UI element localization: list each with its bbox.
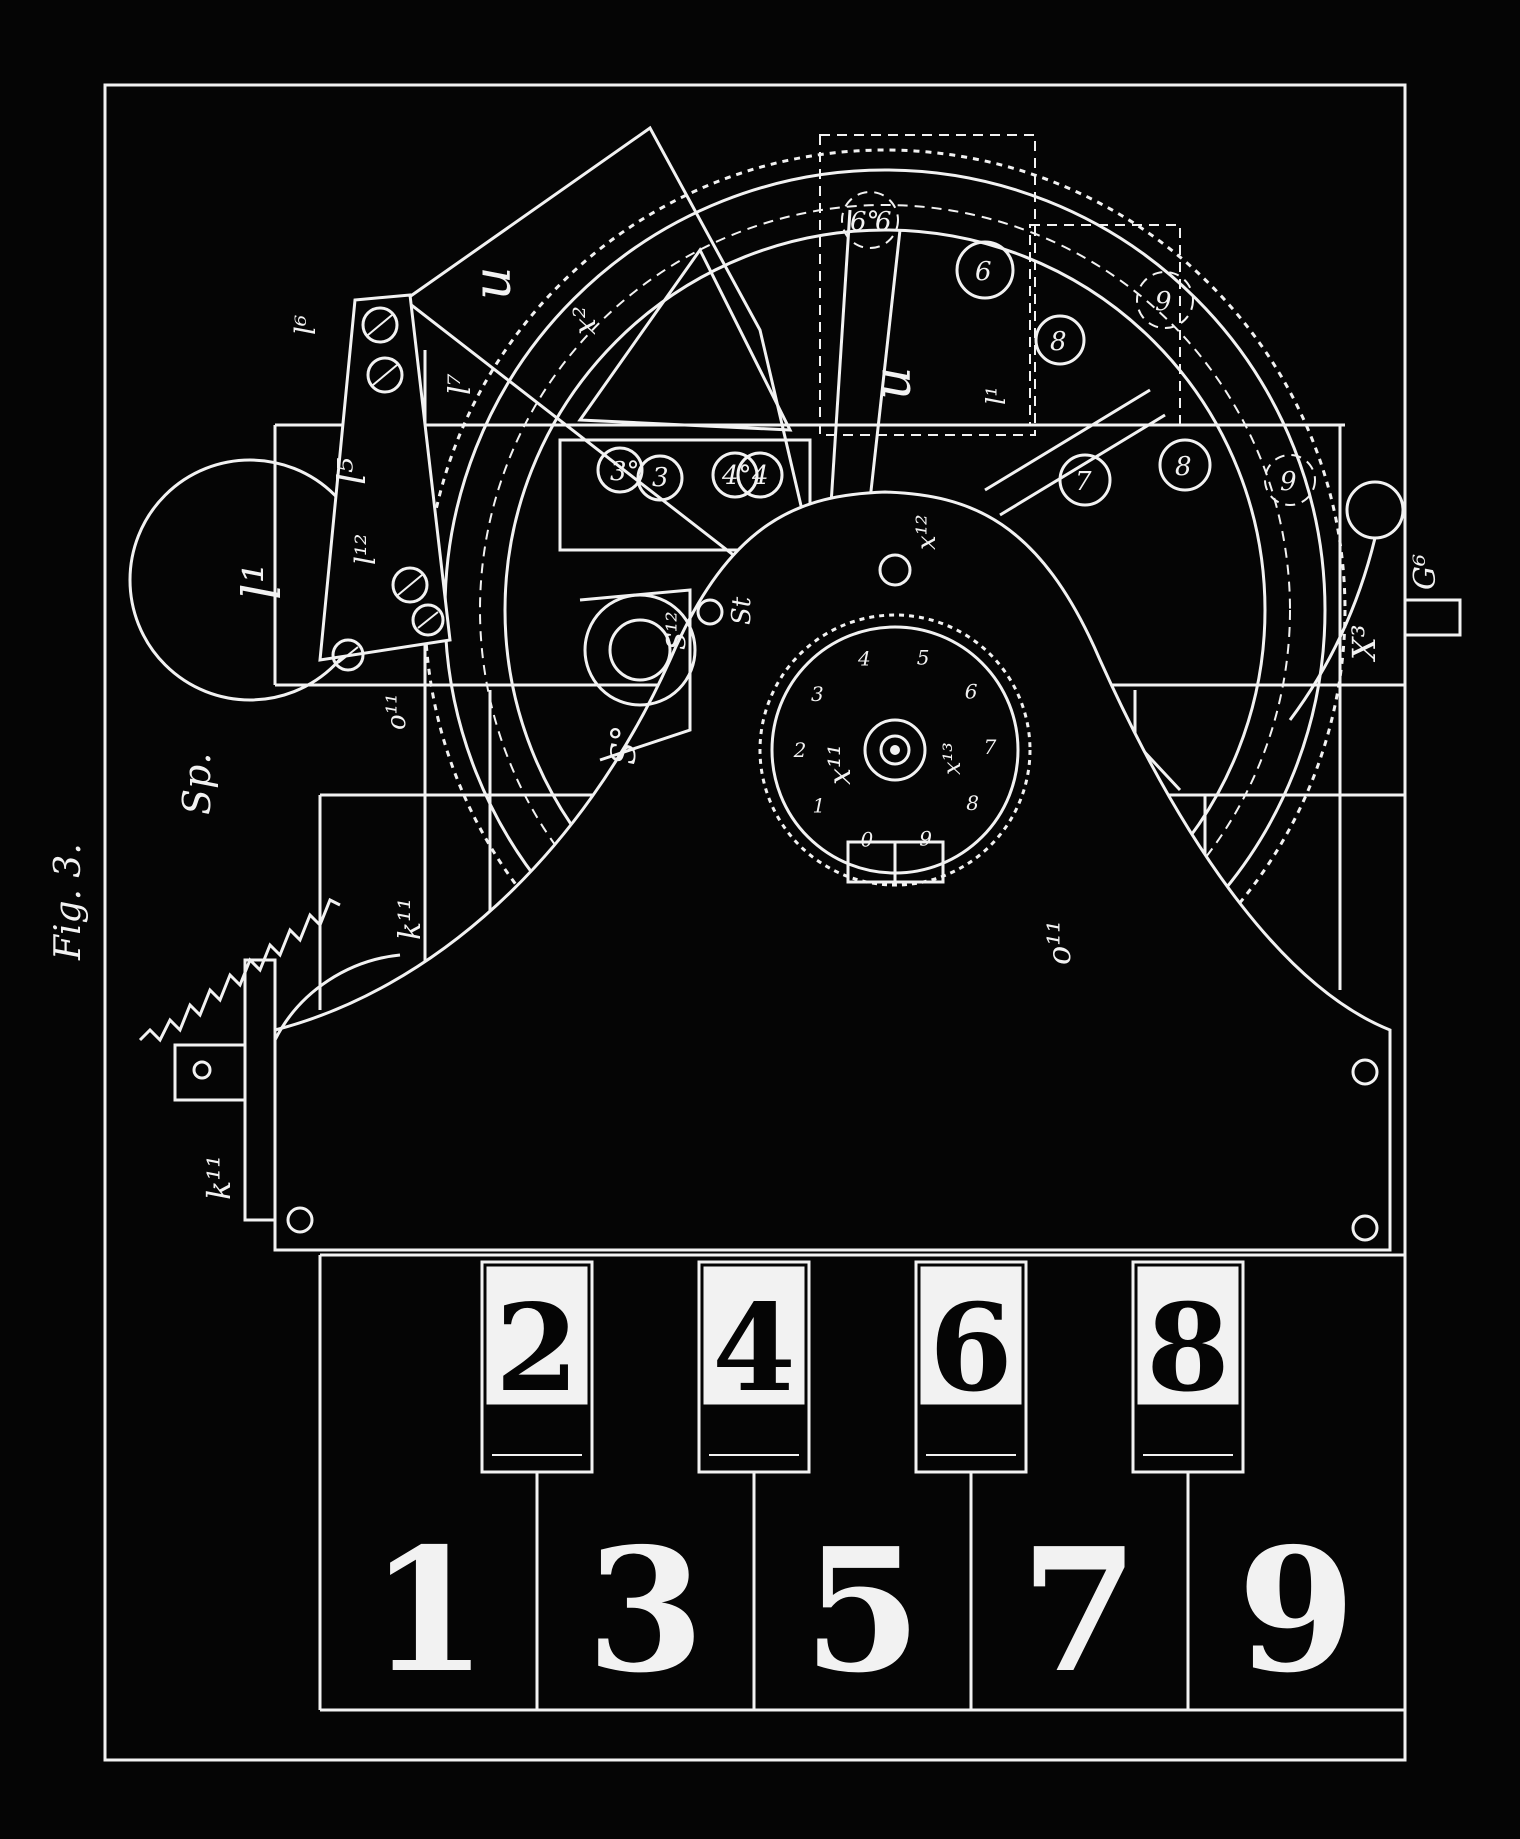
upper-key-face xyxy=(1137,1266,1239,1405)
label-s12: S¹² xyxy=(662,611,692,650)
dial-digit: 9 xyxy=(919,826,932,850)
spring-sp xyxy=(138,897,341,1043)
right-rod xyxy=(1288,480,1462,721)
mechanism-s0 xyxy=(579,588,724,762)
dial-digit: 8 xyxy=(966,791,979,815)
svg-text:6: 6 xyxy=(975,257,992,287)
wheel-digit-labels: 3° 3 4° 4 6° 6 6 9 7 8 8 9 xyxy=(610,207,1297,497)
label-l1b: l¹ xyxy=(982,386,1012,405)
dial-digit: 1 xyxy=(813,793,826,817)
label-k11-top: k¹¹ xyxy=(393,898,428,940)
central-bell-plate xyxy=(273,490,1392,1252)
dial-digit: 7 xyxy=(984,735,997,759)
label-u-right: u xyxy=(863,367,923,401)
dial-gear xyxy=(758,553,1032,887)
label-x13: x¹³ xyxy=(938,742,966,775)
dial-digit: 5 xyxy=(917,646,930,670)
label-x3: X³ xyxy=(1345,624,1383,663)
upper-key-face xyxy=(703,1266,805,1405)
label-g6: G⁶ xyxy=(1408,554,1443,590)
figure-title: Fig. 3. xyxy=(48,843,89,961)
label-l1: l¹ xyxy=(233,563,293,600)
dial-digit: 6 xyxy=(965,680,978,704)
svg-text:4: 4 xyxy=(751,461,769,491)
upper-key-face xyxy=(486,1266,588,1405)
dial-digit: 2 xyxy=(793,738,807,762)
dial-digit: 3 xyxy=(811,682,824,706)
outer-frame xyxy=(103,83,1407,1762)
label-l5: l⁵ xyxy=(330,458,374,485)
upper-key-2[interactable]: 2 xyxy=(495,1278,579,1419)
label-x11: x¹¹ xyxy=(823,744,858,785)
label-l7: l⁷ xyxy=(443,373,478,395)
svg-text:9: 9 xyxy=(1280,467,1297,497)
label-l12: l¹² xyxy=(349,534,382,565)
svg-text:4°: 4° xyxy=(721,461,752,491)
label-k11-bottom: k¹¹ xyxy=(200,1155,238,1200)
label-l6: l⁶ xyxy=(289,315,322,335)
svg-text:9: 9 xyxy=(1155,287,1172,317)
upper-key-4[interactable]: 4 xyxy=(712,1278,796,1419)
svg-text:7: 7 xyxy=(1075,467,1092,497)
lower-key-1[interactable]: 1 xyxy=(369,1511,487,1711)
wheel-spokes xyxy=(558,134,1182,821)
label-u-left: u xyxy=(463,267,523,301)
svg-text:8: 8 xyxy=(1050,327,1067,357)
svg-text:6°: 6° xyxy=(850,207,880,237)
label-x2: x² xyxy=(568,306,603,335)
dial-digit: 0 xyxy=(861,827,874,851)
svg-text:6: 6 xyxy=(875,207,892,237)
dial-digits: 0 1 2 3 4 5 6 7 8 9 xyxy=(793,646,997,852)
label-st: St xyxy=(727,596,757,625)
svg-text:3°: 3° xyxy=(610,457,640,487)
dial-digit: 4 xyxy=(857,647,871,671)
upper-key-face xyxy=(920,1266,1022,1405)
label-o11: o¹¹ xyxy=(382,694,412,731)
lower-key-5[interactable]: 5 xyxy=(803,1511,921,1711)
label-x12: x¹² xyxy=(912,514,942,550)
label-sp: Sp. xyxy=(175,753,219,815)
svg-text:8: 8 xyxy=(1175,452,1192,482)
upper-key-6[interactable]: 6 xyxy=(929,1278,1013,1419)
rack-k11 xyxy=(173,953,401,1222)
lower-key-3[interactable]: 3 xyxy=(586,1511,704,1711)
label-o11b: o¹¹ xyxy=(1040,920,1078,965)
key-bed xyxy=(318,1253,1405,1712)
upper-key-8[interactable]: 8 xyxy=(1146,1278,1230,1419)
lower-key-9[interactable]: 9 xyxy=(1237,1511,1355,1711)
lower-key-7[interactable]: 7 xyxy=(1020,1511,1138,1711)
plate-screws xyxy=(286,1058,1379,1242)
svg-text:3: 3 xyxy=(652,463,669,493)
wheel-digit-circles xyxy=(596,191,1316,507)
label-s0: S° xyxy=(604,725,644,765)
lever-l5 xyxy=(318,293,452,672)
sector-plate-u xyxy=(402,125,833,634)
